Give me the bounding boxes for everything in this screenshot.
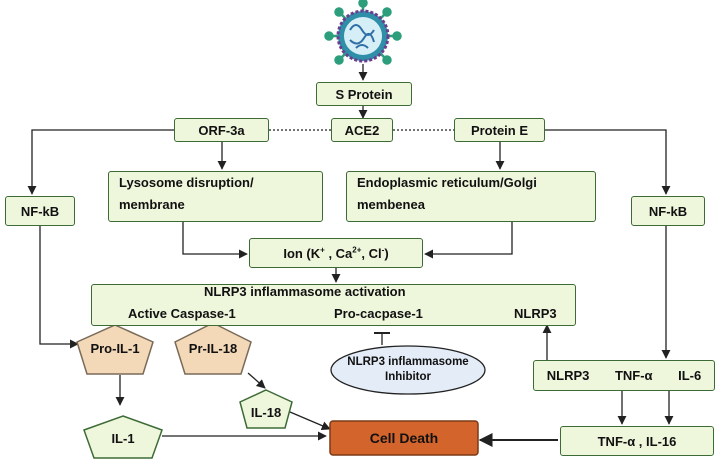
inhibitor-ellipse: [330, 345, 486, 395]
ion-box: Ion (K+ , Ca2+, Cl-): [249, 238, 423, 268]
inflammasome-title: NLRP3 inflammasome activation: [204, 284, 406, 299]
pro-il1-shape: [76, 324, 154, 375]
cell-death-shape: [329, 420, 479, 456]
pro-il1-label: Pro-IL-1: [90, 340, 140, 356]
nf-kb-right-box: NF-kB: [631, 196, 705, 226]
er-golgi-box: Endoplasmic reticulum/Golgi membenea: [346, 171, 596, 222]
cell-death-label: Cell Death: [369, 430, 439, 446]
active-caspase-label: Active Caspase-1: [128, 306, 236, 321]
er-golgi-line1: Endoplasmic reticulum/Golgi: [357, 175, 537, 190]
il18-label: IL-18: [250, 404, 282, 420]
pr-il18-label: Pr-IL-18: [188, 340, 238, 356]
tnf-il16-box: TNF-α , IL-16: [560, 426, 714, 456]
right-nlrp3-label: NLRP3: [546, 368, 590, 383]
er-golgi-line2: membenea: [357, 197, 425, 212]
s-protein-box: S Protein: [316, 82, 412, 106]
ace2-box: ACE2: [331, 118, 393, 142]
nf-kb-left-box: NF-kB: [5, 196, 75, 226]
ion-label: Ion (K+ , Ca2+, Cl-): [283, 245, 389, 261]
virus-icon: [324, 0, 402, 65]
lysosome-line1: Lysosome disruption/: [119, 175, 254, 190]
inhibitor-label: NLRP3 inflammasome Inhibitor: [347, 356, 469, 383]
il18-shape: [239, 389, 293, 429]
il1-label: IL-1: [111, 430, 135, 446]
inflammasome-box: [91, 284, 576, 326]
orf3a-box: ORF-3a: [174, 118, 269, 142]
pro-caspase-label: Pro-cacpase-1: [334, 306, 423, 321]
lysosome-box: Lysosome disruption/ membrane: [108, 171, 323, 222]
lysosome-line2: membrane: [119, 197, 185, 212]
right-panel-box: NLRP3 TNF-α IL-6: [533, 360, 715, 391]
right-tnf-label: TNF-α: [614, 368, 653, 383]
il1-shape: [83, 415, 163, 459]
right-il6-label: IL-6: [678, 368, 702, 383]
protein-e-box: Protein E: [454, 118, 545, 142]
pr-il18-shape: [174, 322, 252, 375]
nlrp3-label: NLRP3: [514, 306, 557, 321]
